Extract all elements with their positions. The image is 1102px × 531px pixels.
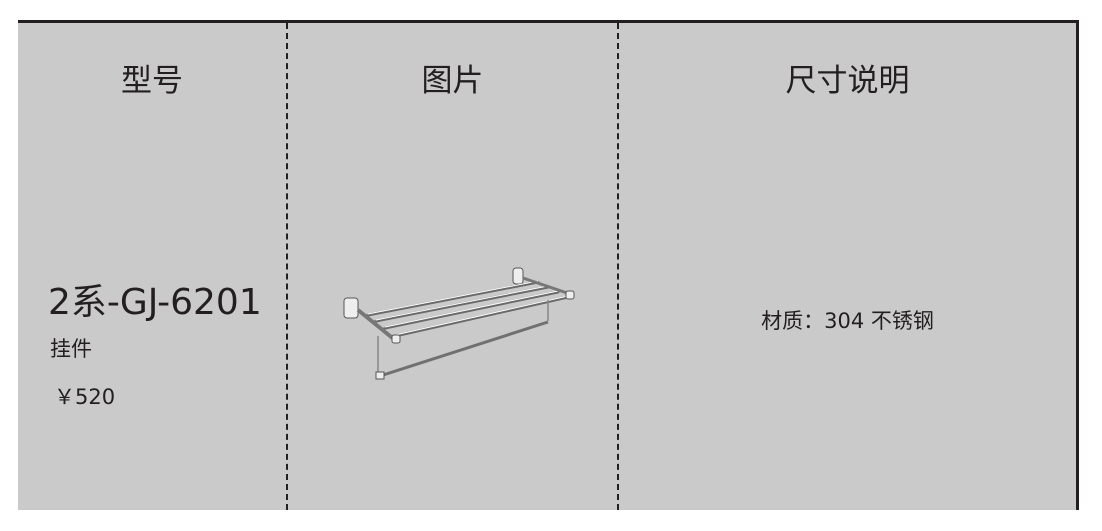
product-table: 型号 图片 尺寸说明 2系-GJ-6201 挂件 ￥520 [18, 20, 1079, 510]
column-divider [617, 23, 619, 510]
material-spec: 材质：304 不锈钢 [761, 309, 934, 333]
product-price: ￥520 [54, 385, 116, 409]
column-divider [286, 23, 288, 510]
model-number: 2系-GJ-6201 [48, 282, 262, 323]
header-spec: 尺寸说明 [785, 63, 910, 99]
header-model: 型号 [121, 63, 183, 99]
header-image: 图片 [421, 63, 484, 99]
towel-rack-image [328, 248, 598, 392]
product-type: 挂件 [50, 337, 92, 361]
